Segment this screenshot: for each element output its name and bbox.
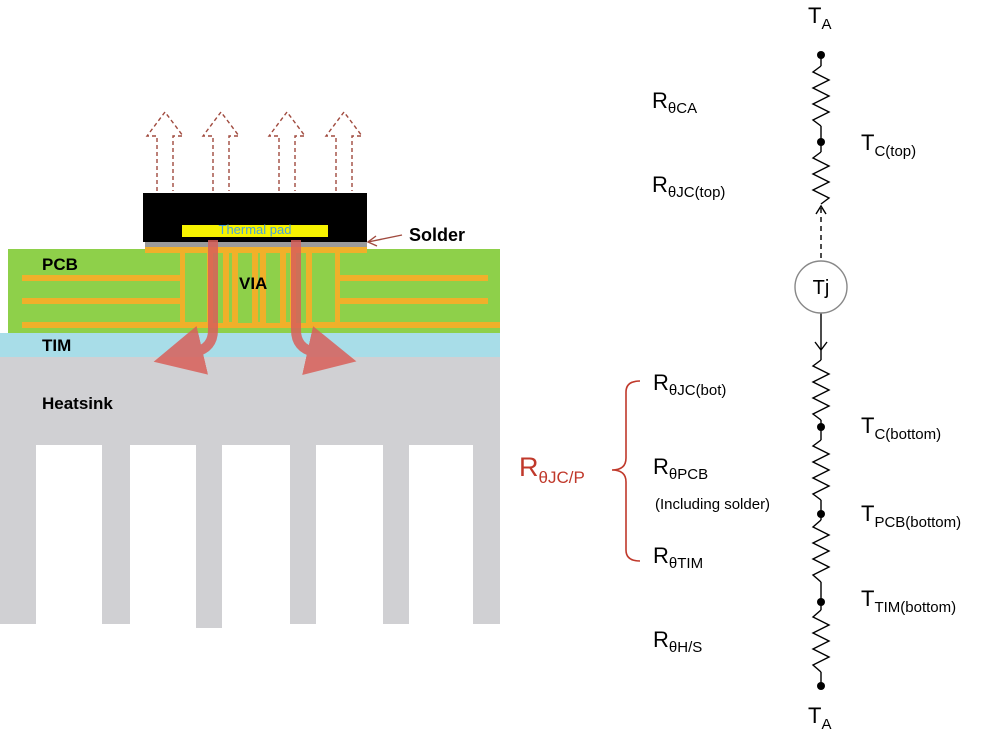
resistor-hs <box>811 609 831 673</box>
resistor-ca <box>811 65 831 127</box>
pcb-label: PCB <box>42 255 78 274</box>
label-r-jc-p: RθJC/P <box>519 452 585 487</box>
solder-layer <box>145 241 367 247</box>
cross-section: Thermal pad Solder PCB VIA TIM Heatsink <box>0 110 500 628</box>
label-r-pcb: RθPCB <box>653 454 708 483</box>
node-tc-bottom <box>817 423 825 431</box>
resistance-network <box>811 56 831 684</box>
temperature-labels: TA TC(top) TC(bottom) TPCB(bottom) TTIM(… <box>808 3 961 733</box>
node-tpcb-bottom <box>817 510 825 518</box>
node-ta-top <box>817 51 825 59</box>
label-r-tim: RθTIM <box>653 543 703 572</box>
resistor-jc-bot <box>811 359 831 421</box>
label-tpcb-bottom: TPCB(bottom) <box>861 501 961 531</box>
tim-layer <box>0 333 500 357</box>
resistor-tim <box>811 519 831 583</box>
via-label: VIA <box>239 274 267 293</box>
label-r-jc-top: RθJC(top) <box>652 172 725 201</box>
solder-label: Solder <box>409 225 465 245</box>
label-ta-top: TA <box>808 3 831 33</box>
junction-label: Tj <box>813 277 830 299</box>
heatsink-label: Heatsink <box>42 394 113 413</box>
label-r-ca: RθCA <box>652 88 697 117</box>
tim-label: TIM <box>42 336 71 355</box>
thermal-pad <box>182 225 328 237</box>
network-nodes <box>817 51 825 690</box>
label-r-pcb-note: (Including solder) <box>655 496 770 513</box>
label-ta-bottom: TA <box>808 703 831 733</box>
node-tc-top <box>817 138 825 146</box>
junction-node <box>794 260 848 314</box>
thermal-pad-label: Thermal pad <box>219 222 292 237</box>
node-ta-bottom <box>817 682 825 690</box>
pcb-board <box>8 247 500 333</box>
label-tc-top: TC(top) <box>861 130 916 160</box>
label-r-hs: RθH/S <box>653 627 702 656</box>
label-tc-bottom: TC(bottom) <box>861 413 941 443</box>
heat-flow-arrows <box>153 240 357 375</box>
upward-heat-arrows <box>145 110 364 191</box>
label-r-jc-bot: RθJC(bot) <box>653 370 726 399</box>
label-ttim-bottom: TTIM(bottom) <box>861 586 956 616</box>
group-bracket <box>611 380 641 562</box>
node-ttim-bottom <box>817 598 825 606</box>
resistance-labels: RθCA RθJC(top) RθJC(bot) RθPCB (Includin… <box>652 88 770 656</box>
resistor-pcb <box>811 439 831 501</box>
solder-pointer <box>366 234 403 247</box>
heatsink <box>0 357 500 628</box>
resistor-jc-top <box>811 151 831 205</box>
